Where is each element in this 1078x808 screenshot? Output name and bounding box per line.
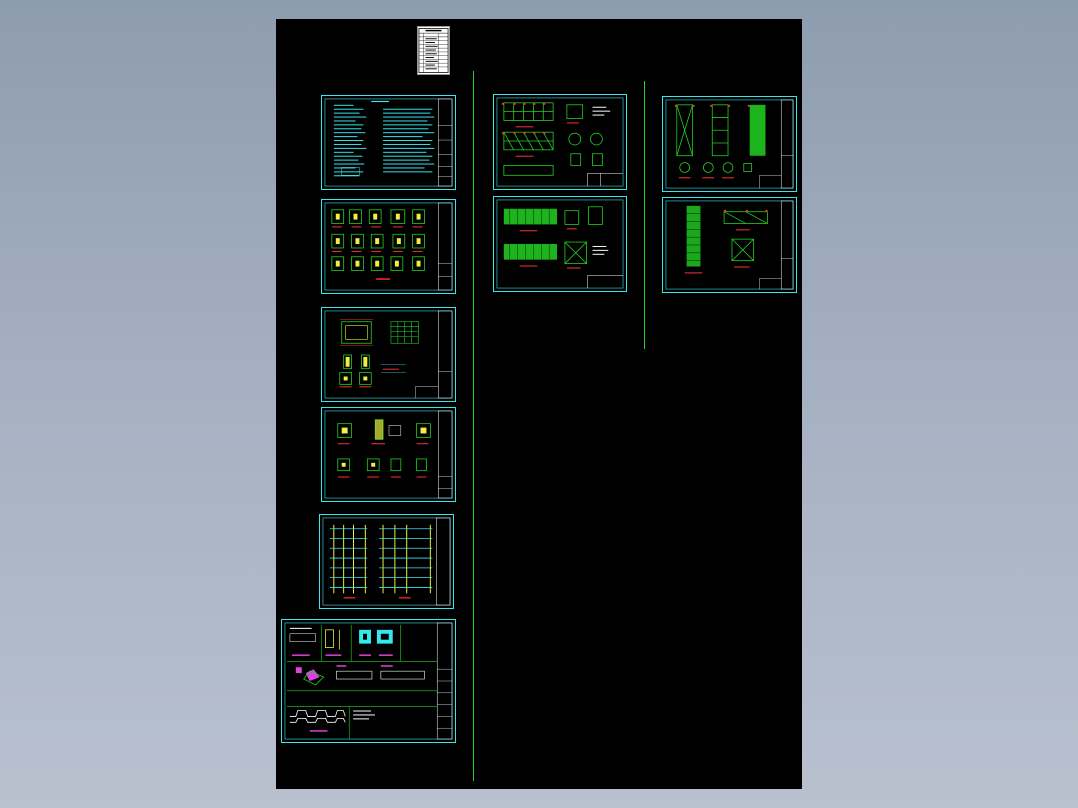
divider-line-right	[644, 81, 645, 349]
sheet-joint-details[interactable]	[321, 199, 456, 294]
truss-plan-a-drawing	[496, 199, 624, 289]
sheet-bracing-plan[interactable]	[662, 197, 797, 293]
bracing-elevation-drawing	[665, 99, 794, 189]
drawing-canvas[interactable]	[276, 19, 802, 789]
foundation-plan-drawing	[324, 310, 453, 399]
bracing-plan-drawing	[665, 200, 794, 290]
column-sections-drawing	[324, 410, 453, 499]
index-table-lines	[418, 28, 449, 73]
divider-line-left	[473, 71, 474, 781]
sheet-truss-plan-a[interactable]	[493, 196, 627, 292]
sheet-foundation-plan[interactable]	[321, 307, 456, 402]
sheet-bracing-elevation[interactable]	[662, 96, 797, 192]
sheet-design-notes[interactable]	[321, 95, 456, 190]
truss-elevation-a-drawing	[496, 97, 624, 187]
sheet-roof-sheet-details[interactable]	[281, 619, 456, 743]
design-notes-drawing	[324, 98, 453, 187]
sheet-truss-elevation-a[interactable]	[493, 94, 627, 190]
joint-details-drawing	[324, 202, 453, 291]
sheet-frame-elevations[interactable]	[319, 514, 454, 609]
roof-sheet-details-drawing	[284, 622, 453, 740]
frame-elevations-drawing	[322, 517, 451, 606]
sheet-column-sections[interactable]	[321, 407, 456, 502]
drawing-index-table[interactable]	[417, 26, 450, 75]
